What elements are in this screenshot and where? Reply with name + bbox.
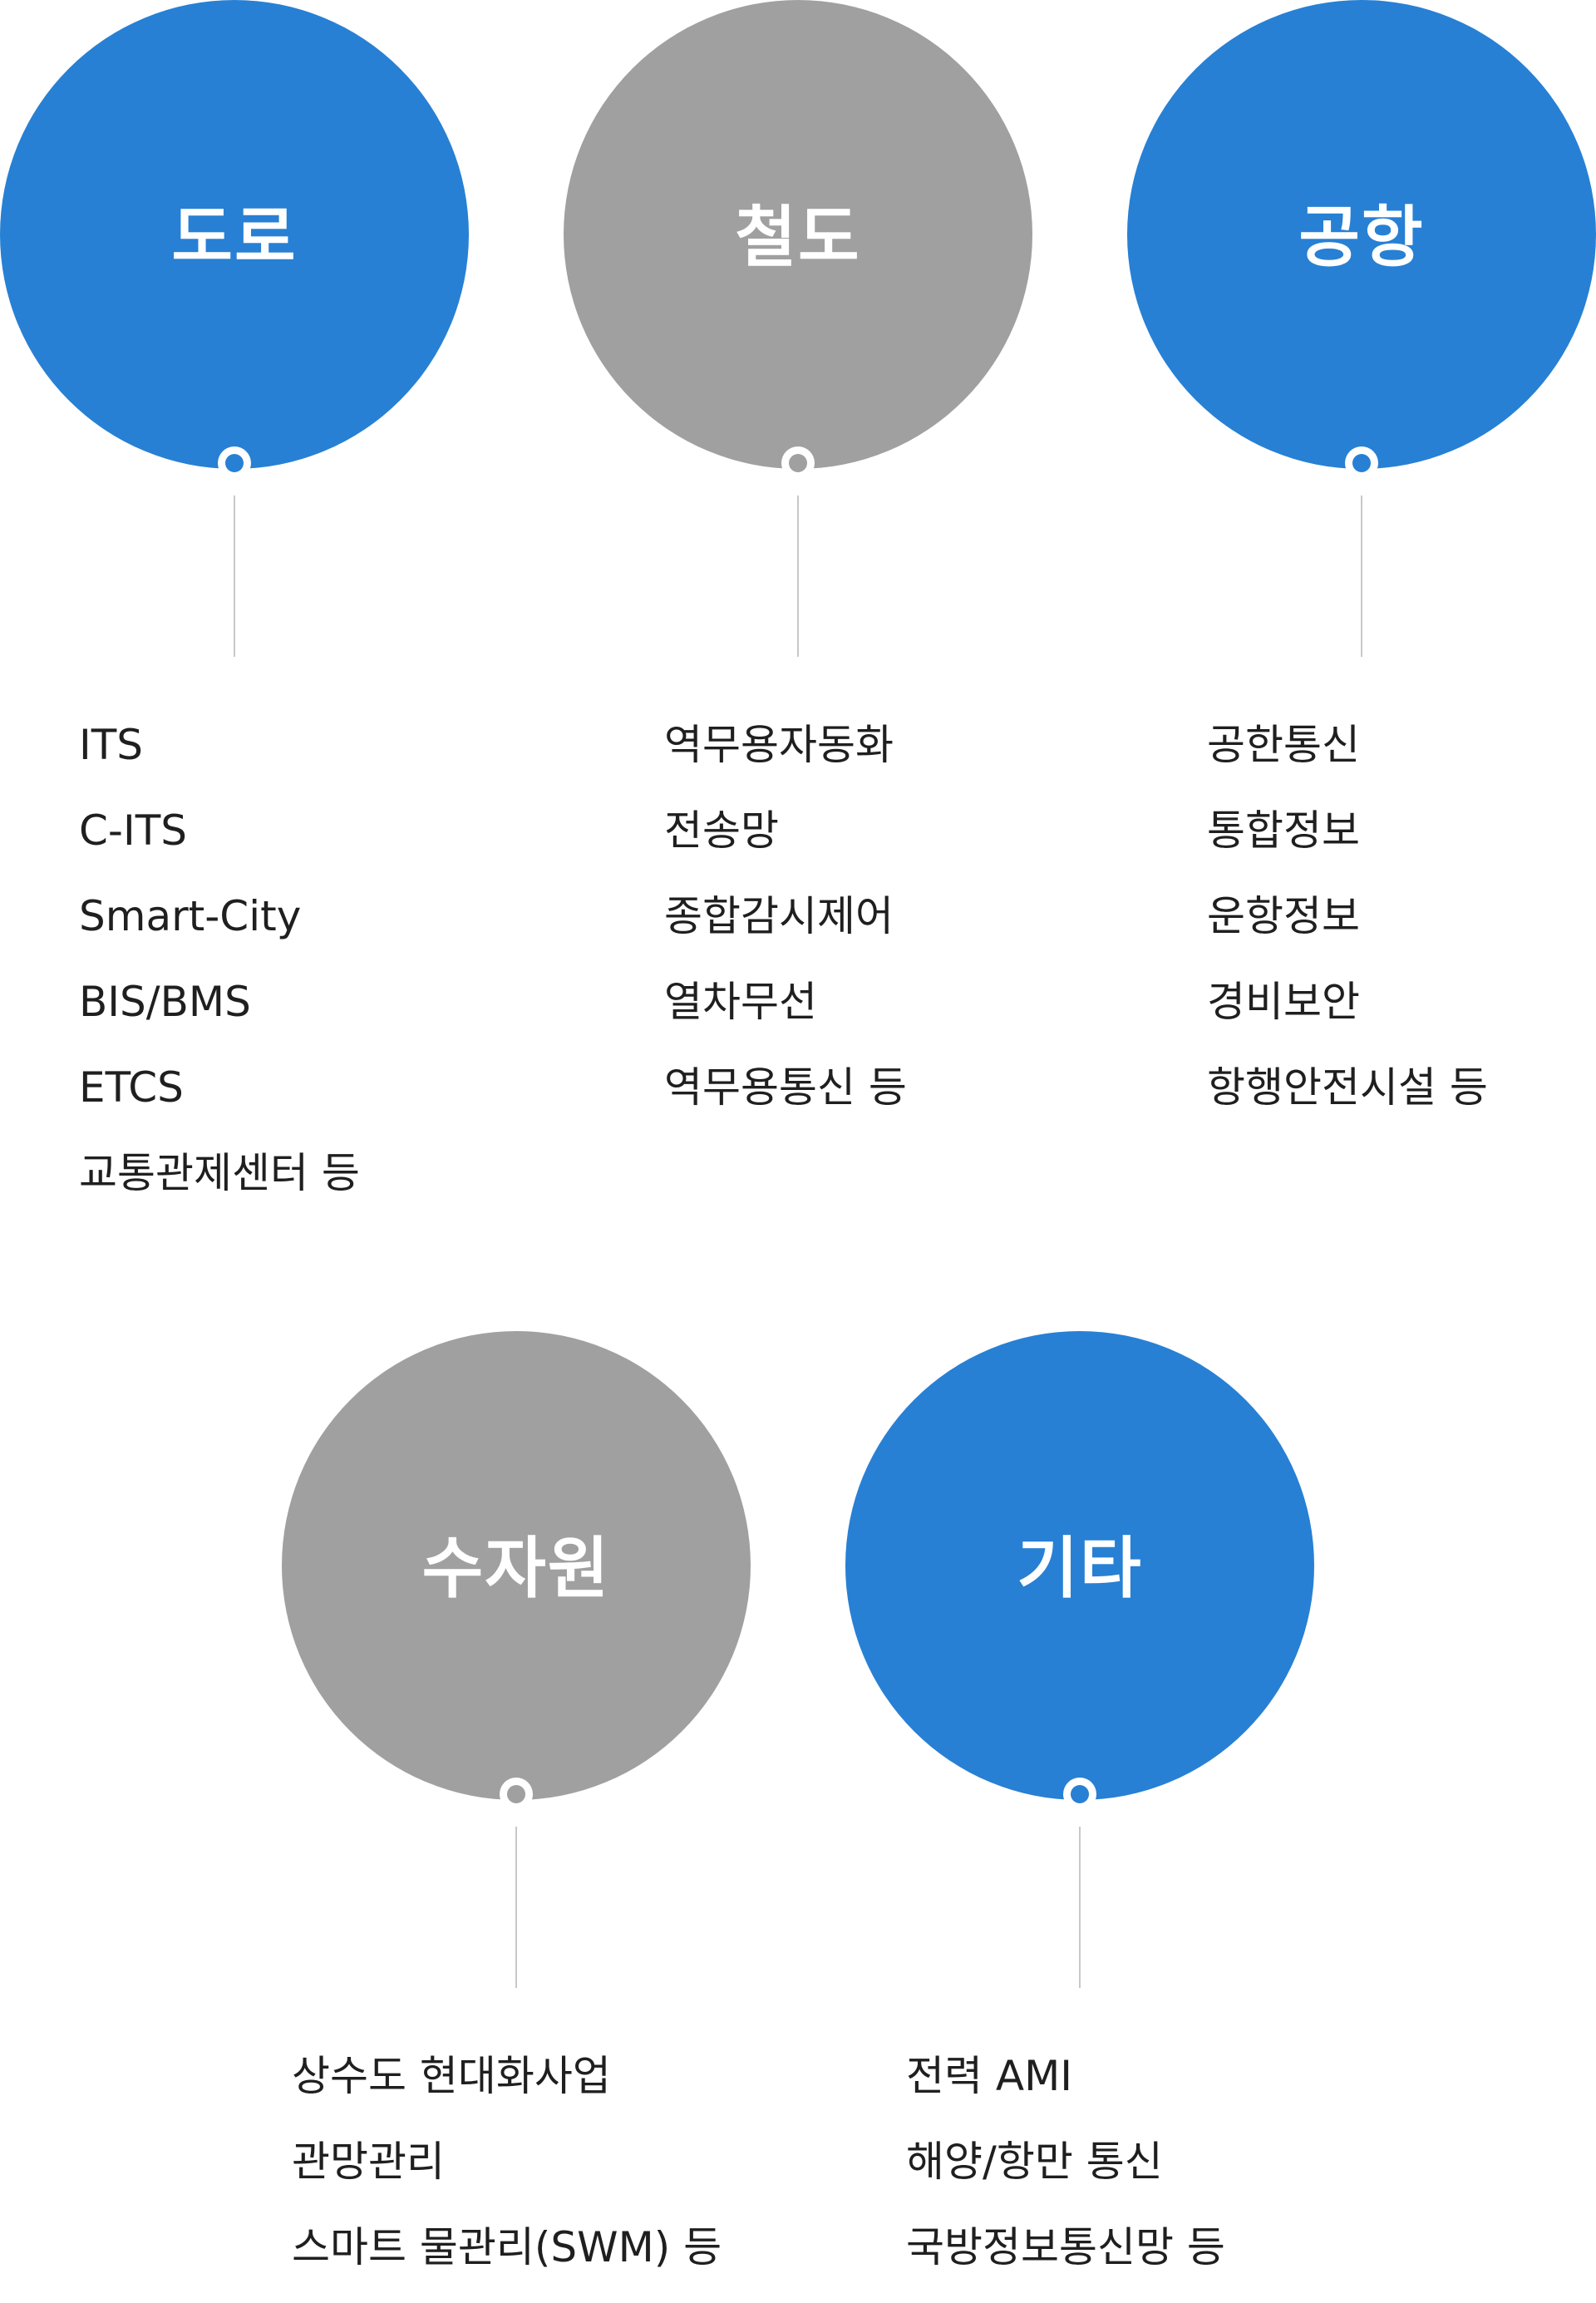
list-item: 공한통신 [1207, 721, 1360, 769]
airport-connector-line [1361, 496, 1362, 657]
list-item: Smart-City [79, 892, 302, 940]
list-item: 관망관리 [292, 2138, 445, 2186]
list-item: 해양/항만 통신 [906, 2138, 1163, 2186]
other-marker-dot [1063, 1778, 1096, 1811]
list-item: 역무용자동화 [664, 721, 894, 769]
water-marker-dot [500, 1778, 533, 1811]
airport-circle: 공항 [1127, 0, 1596, 469]
road-connector-line [234, 496, 235, 657]
railway-marker-dot [781, 446, 815, 480]
road-title: 도로 [171, 199, 298, 276]
road-marker-dot [218, 446, 251, 480]
list-item: 통합정보 [1207, 806, 1360, 855]
list-item: ITS [79, 721, 144, 769]
railway-connector-line [797, 496, 799, 657]
list-item: 국방정보통신망 등 [906, 2223, 1225, 2271]
water-circle: 수자원 [282, 1331, 751, 1800]
list-item: 열차무선 [664, 978, 817, 1026]
other-circle: 기타 [845, 1331, 1314, 1800]
list-item: 항행안전시설 등 [1207, 1063, 1488, 1112]
water-connector-line [515, 1827, 517, 1988]
list-item: ETCS [79, 1063, 184, 1112]
list-item: 스마트 물관리(SWM) 등 [292, 2223, 722, 2271]
list-item: BIS/BMS [79, 978, 251, 1026]
water-item-list: 상수도 현대화사업 관망관리 스마트 물관리(SWM) 등 [292, 2034, 722, 2291]
list-item: 상수도 현대화사업 [292, 2052, 611, 2100]
railway-title: 철도 [735, 199, 861, 276]
list-item: 역무용통신 등 [664, 1063, 907, 1112]
list-item: 운항정보 [1207, 892, 1360, 940]
list-item: 전송망 [664, 806, 779, 855]
road-circle: 도로 [0, 0, 469, 469]
railway-item-list: 역무용자동화 전송망 종합감시제어 열차무선 역무용통신 등 [664, 703, 907, 1131]
list-item: 경비보안 [1207, 978, 1360, 1026]
list-item: 교통관제센터 등 [79, 1149, 360, 1197]
airport-item-list: 공한통신 통합정보 운항정보 경비보안 항행안전시설 등 [1207, 703, 1488, 1131]
other-item-list: 전력 AMI 해양/항만 통신 국방정보통신망 등 [906, 2034, 1225, 2291]
water-title: 수자원 [421, 1530, 611, 1607]
airport-marker-dot [1345, 446, 1378, 480]
road-item-list: ITS C-ITS Smart-City BIS/BMS ETCS 교통관제센터… [79, 703, 360, 1216]
other-title: 기타 [1017, 1530, 1143, 1607]
list-item: 종합감시제어 [664, 892, 894, 940]
airport-title: 공항 [1298, 199, 1425, 276]
railway-circle: 철도 [564, 0, 1032, 469]
other-connector-line [1079, 1827, 1081, 1988]
list-item: C-ITS [79, 806, 187, 855]
list-item: 전력 AMI [906, 2052, 1072, 2100]
